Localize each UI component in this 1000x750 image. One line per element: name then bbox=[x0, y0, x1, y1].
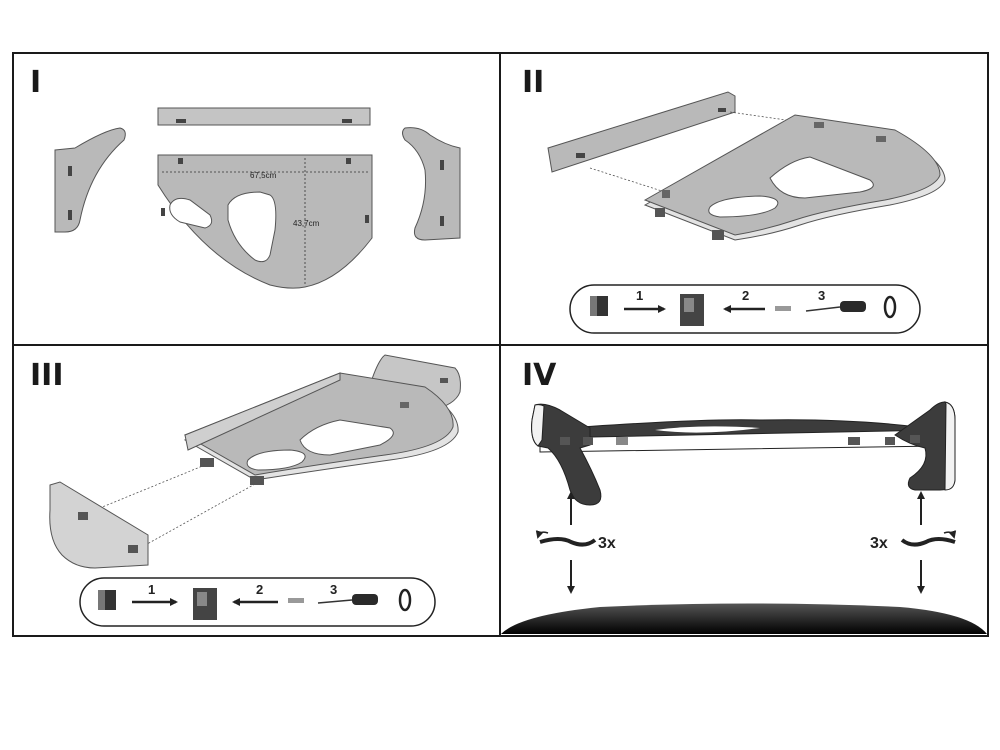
plate-cutout-small bbox=[246, 449, 306, 471]
shelf-clip bbox=[616, 437, 628, 445]
rail-slot bbox=[576, 153, 585, 158]
repeat-count-right: 3x bbox=[870, 535, 888, 552]
bracket-edge bbox=[944, 401, 956, 491]
rotation-icon bbox=[883, 295, 897, 319]
car-roof bbox=[501, 603, 987, 634]
panel-3-label: III bbox=[30, 358, 64, 393]
right-side-bracket bbox=[402, 127, 461, 241]
plate-clip bbox=[814, 122, 824, 128]
plate-clip bbox=[662, 190, 670, 198]
guide-line bbox=[139, 483, 256, 549]
plate-cutout-small bbox=[708, 195, 779, 218]
rail-slot bbox=[342, 119, 352, 123]
panel-2-label: II bbox=[522, 65, 544, 100]
rotation-icon bbox=[398, 588, 412, 612]
rail-piece bbox=[157, 107, 371, 126]
bracket-slot bbox=[440, 216, 444, 226]
bracket-edge bbox=[531, 404, 545, 447]
shelf-clip bbox=[848, 437, 860, 445]
plate-clip bbox=[365, 215, 369, 223]
panel-2: II 1 2 3 bbox=[522, 65, 946, 334]
bracket-slot bbox=[68, 166, 72, 176]
clip-detail bbox=[684, 298, 694, 312]
plate-clip bbox=[346, 158, 351, 164]
plate-clip bbox=[161, 208, 165, 216]
shelf-clip bbox=[885, 437, 895, 445]
screwdriver-shaft bbox=[805, 306, 841, 312]
left-side-bracket bbox=[49, 481, 149, 569]
repeat-count-left: 3x bbox=[598, 535, 616, 552]
rail-slot bbox=[176, 119, 186, 123]
bracket-slot bbox=[78, 512, 88, 520]
strap-twist-icon bbox=[900, 537, 956, 547]
left-side-bracket bbox=[54, 127, 126, 233]
rotate-arrow-icon bbox=[535, 530, 549, 539]
shelf-clip bbox=[560, 437, 570, 445]
screwdriver-icon bbox=[352, 594, 378, 605]
guide-line bbox=[589, 167, 666, 193]
rail-slot bbox=[718, 108, 726, 112]
screw-icon bbox=[775, 306, 791, 311]
panel-1-label: I bbox=[30, 65, 41, 100]
plate-clip bbox=[178, 158, 183, 164]
shelf-clip bbox=[910, 435, 920, 443]
strap-twist-icon bbox=[539, 537, 597, 547]
step-2-number: 2 bbox=[256, 582, 263, 597]
rotate-arrow-icon bbox=[943, 530, 957, 539]
plate-clip bbox=[200, 458, 214, 467]
bracket-slot bbox=[68, 210, 72, 220]
width-dimension: 67,5cm bbox=[250, 171, 277, 180]
bracket-slot bbox=[440, 160, 444, 170]
shelf-clip bbox=[583, 437, 593, 445]
bracket-slot bbox=[440, 378, 448, 383]
step-2-number: 2 bbox=[742, 288, 749, 303]
screwdriver-icon bbox=[840, 301, 866, 312]
main-plate-top bbox=[183, 372, 454, 476]
panel-3: III 1 2 3 bbox=[30, 354, 461, 627]
clip-detail bbox=[197, 592, 207, 606]
step-3-number: 3 bbox=[818, 288, 825, 303]
guide-line bbox=[94, 464, 206, 511]
plate-clip bbox=[250, 476, 264, 485]
step-3-number: 3 bbox=[330, 582, 337, 597]
plate-cutout-small bbox=[169, 197, 213, 229]
clip-face bbox=[98, 590, 105, 610]
plate-clip bbox=[400, 402, 409, 408]
plate-cutout-large bbox=[227, 191, 277, 263]
screwdriver-shaft bbox=[317, 599, 353, 604]
step-1-number: 1 bbox=[636, 288, 643, 303]
plate-clip bbox=[655, 208, 665, 217]
panel-1: I 67,5cm 43,7cm bbox=[30, 65, 461, 289]
panel-4: IV 3x 3x bbox=[501, 358, 987, 634]
plate-cutout-large bbox=[299, 419, 394, 456]
panel-4-label: IV bbox=[522, 358, 557, 393]
height-dimension: 43,7cm bbox=[293, 219, 320, 228]
clip-face bbox=[590, 296, 597, 316]
rail-piece bbox=[184, 372, 341, 451]
plate-clip bbox=[712, 230, 724, 240]
rail-piece bbox=[547, 91, 736, 173]
bracket-slot bbox=[128, 545, 138, 553]
plate-clip bbox=[876, 136, 886, 142]
step-1-number: 1 bbox=[148, 582, 155, 597]
shelf-cutout bbox=[655, 426, 760, 433]
plate-cutout-large bbox=[769, 156, 874, 199]
screw-icon bbox=[288, 598, 304, 603]
